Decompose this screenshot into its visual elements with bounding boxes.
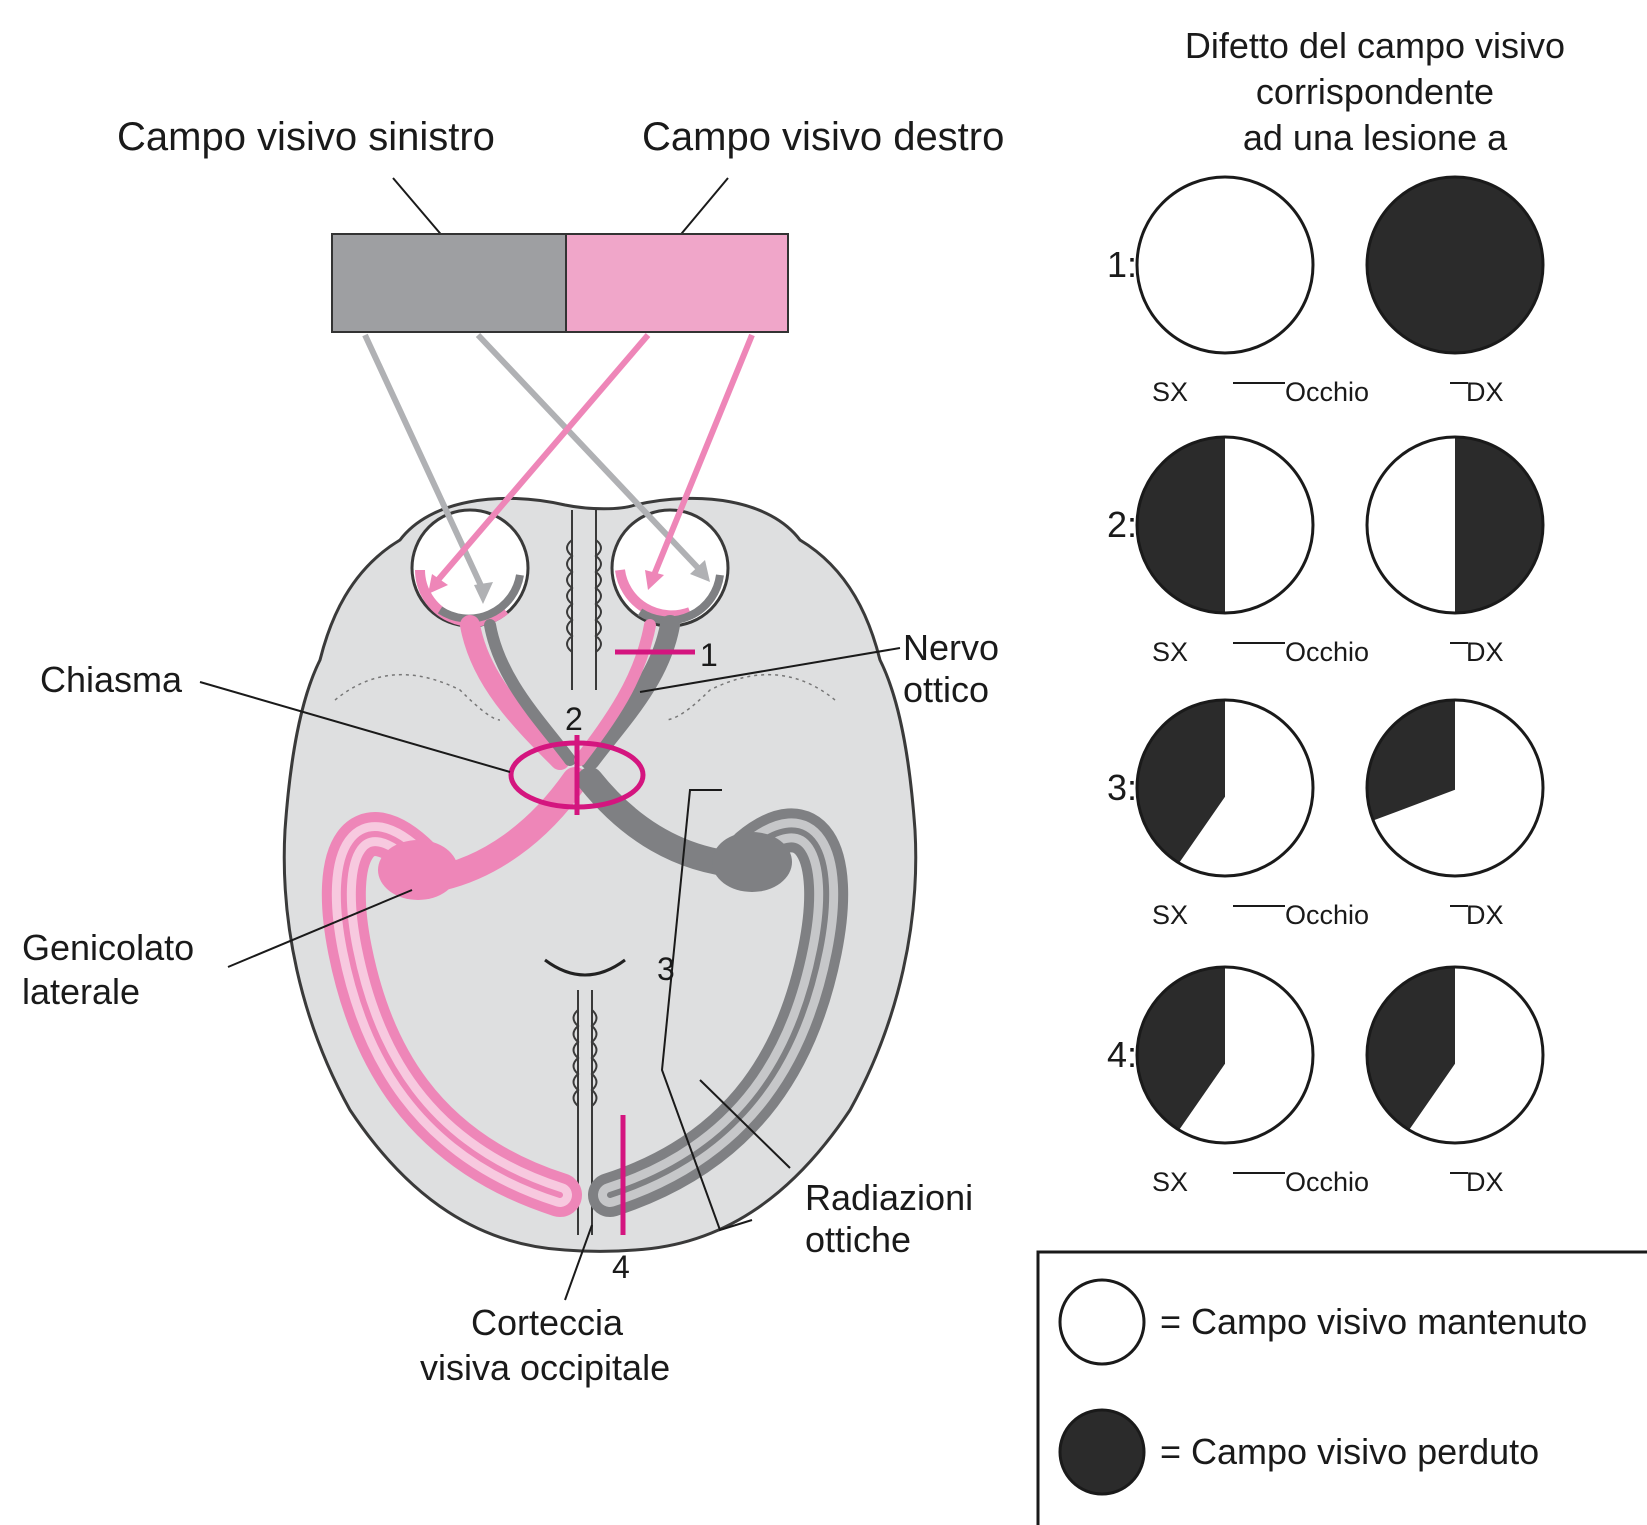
right-eye-field-icon — [1367, 437, 1543, 613]
radiations-label-line2: ottiche — [805, 1219, 911, 1260]
right-eye-field-icon — [1367, 700, 1543, 876]
left-geniculate-body — [378, 840, 458, 900]
cortex-label-line2: visiva occipitale — [420, 1347, 670, 1388]
defect-title-line3: ad una lesione a — [1243, 117, 1508, 158]
lesion-marker-4: 4 — [612, 1249, 630, 1285]
eye-label-right: DX — [1466, 900, 1504, 930]
left-eye-field-icon — [1137, 437, 1313, 613]
lesion-marker-1: 1 — [700, 637, 718, 673]
defect-row-number: 1: — [1107, 244, 1137, 285]
defect-title-line2: corrispondente — [1256, 71, 1494, 112]
legend-kept-icon — [1060, 1280, 1144, 1364]
chiasma-label: Chiasma — [40, 659, 183, 700]
lesion-marker-2: 2 — [565, 701, 583, 737]
legend-lost-icon — [1060, 1410, 1144, 1494]
eye-label-left: SX — [1152, 1167, 1188, 1197]
defect-row-number: 3: — [1107, 767, 1137, 808]
eye-label-left: SX — [1152, 900, 1188, 930]
right-visual-field-box — [566, 234, 788, 332]
legend-lost-label: = Campo visivo perduto — [1160, 1431, 1539, 1472]
left-eye-field-icon — [1137, 967, 1313, 1143]
eye-label-right: DX — [1466, 637, 1504, 667]
nerve-label-line1: Nervo — [903, 627, 999, 668]
eye-label-middle: Occhio — [1285, 637, 1369, 667]
eye-label-middle: Occhio — [1285, 377, 1369, 407]
left-visual-field-box — [332, 234, 566, 332]
left-field-label: Campo visivo sinistro — [117, 115, 495, 159]
defect-row-number: 2: — [1107, 504, 1137, 545]
right-field-label: Campo visivo destro — [642, 115, 1004, 159]
lesion-marker-3: 3 — [657, 951, 675, 987]
right-geniculate-body — [712, 832, 792, 892]
right-eye-field-icon — [1367, 177, 1543, 353]
defect-title-line1: Difetto del campo visivo — [1185, 25, 1565, 66]
legend-kept-label: = Campo visivo mantenuto — [1160, 1301, 1587, 1342]
left-eye-field-icon — [1137, 700, 1313, 876]
right-eye-field-icon — [1367, 967, 1543, 1143]
nerve-label-line2: ottico — [903, 669, 989, 710]
defect-row-number: 4: — [1107, 1034, 1137, 1075]
eye-label-right: DX — [1466, 377, 1504, 407]
geniculate-label-line1: Genicolato — [22, 927, 194, 968]
cortex-label-line1: Corteccia — [471, 1302, 624, 1343]
eye-label-left: SX — [1152, 377, 1188, 407]
left-eye-field-icon — [1137, 177, 1313, 353]
eye-label-middle: Occhio — [1285, 900, 1369, 930]
radiations-label-line1: Radiazioni — [805, 1177, 973, 1218]
eye-label-left: SX — [1152, 637, 1188, 667]
eye-label-middle: Occhio — [1285, 1167, 1369, 1197]
right-eye — [612, 510, 728, 626]
geniculate-label-line2: laterale — [22, 971, 140, 1012]
eye-label-right: DX — [1466, 1167, 1504, 1197]
